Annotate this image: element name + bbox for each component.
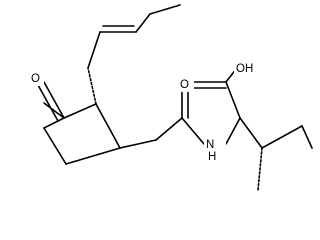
bonds	[37, 4, 313, 191]
bond-link-1	[119, 139, 157, 149]
bond-chain-4	[135, 13, 151, 33]
acid-hydroxyl-label: OH	[236, 63, 253, 75]
bond-chain-1	[87, 67, 97, 105]
amide-nitrogen-label: N	[206, 139, 214, 151]
bond-ketone-co-1	[43, 81, 65, 119]
bond-cb-me	[257, 147, 263, 191]
bond-chain-5	[149, 4, 181, 15]
bond-amide-cn	[181, 117, 205, 145]
amide-oxygen-label: O	[180, 79, 189, 91]
amide-o-bg	[178, 76, 192, 92]
ketone-o-bg	[30, 70, 44, 86]
molecule-diagram: O OH O O N H	[30, 4, 313, 191]
bond-ring-c1-c5	[63, 103, 97, 119]
bond-chain-2	[87, 31, 101, 69]
bond-link-2	[155, 117, 183, 141]
bond-ring-c3-c4	[65, 147, 121, 165]
acid-oh-bg	[234, 60, 258, 76]
amide-nh-bg	[204, 136, 226, 154]
bond-ring-c2-c3	[95, 103, 121, 149]
amide-hydrogen-label: H	[208, 151, 216, 163]
bond-cb-cg	[261, 125, 303, 149]
bond-ketone-co-2	[37, 84, 59, 122]
bond-ring-c4-c5	[43, 127, 67, 165]
bond-n-ca	[225, 117, 241, 145]
bond-ca-cooh	[225, 81, 241, 119]
atom-labels: O OH O O N H	[30, 60, 258, 163]
ketone-oxygen-label: O	[31, 73, 40, 85]
bond-cg-cd	[301, 125, 313, 149]
bond-ring-c1-c2	[43, 102, 65, 119]
bond-ca-cb	[239, 117, 263, 149]
bond-ring-closure	[43, 117, 65, 129]
